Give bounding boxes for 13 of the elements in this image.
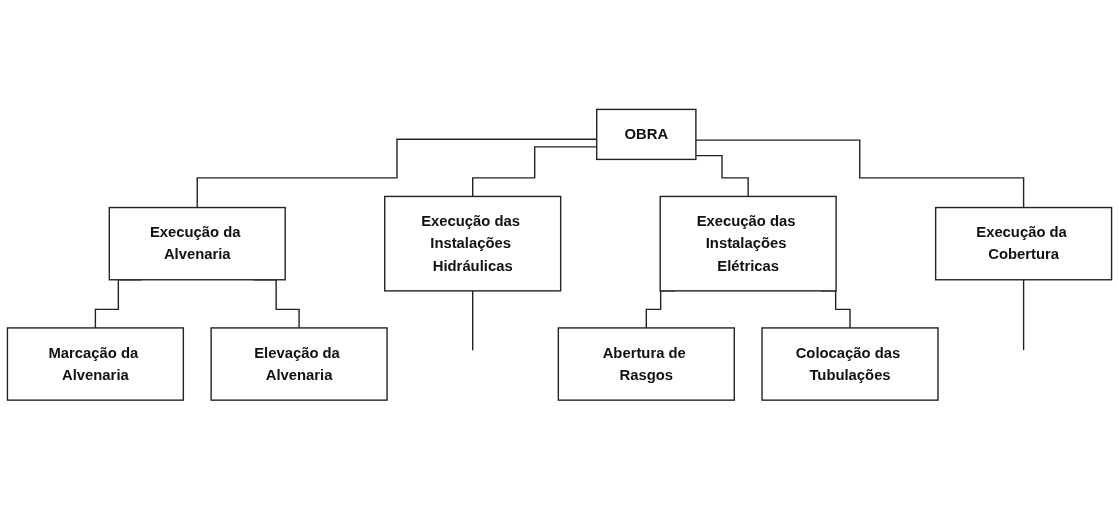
node-box: Colocação das Tubulações (761, 327, 939, 402)
connector (1022, 279, 1025, 352)
connector (472, 290, 474, 352)
connector (695, 155, 749, 198)
node-box: Marcação da Alvenaria (6, 327, 185, 402)
connector (695, 139, 1025, 209)
node-box: Execução da Alvenaria (108, 207, 286, 281)
node-box: Elevação da Alvenaria (210, 327, 388, 402)
node-box: OBRA (596, 108, 697, 161)
node-box: Execução da Cobertura (934, 207, 1113, 281)
node-box: Abertura de Rasgos (557, 327, 735, 402)
node-box: Execução das Instalações Hidráulicas (384, 195, 562, 292)
node-box: Execução das Instalações Elétricas (659, 195, 837, 292)
